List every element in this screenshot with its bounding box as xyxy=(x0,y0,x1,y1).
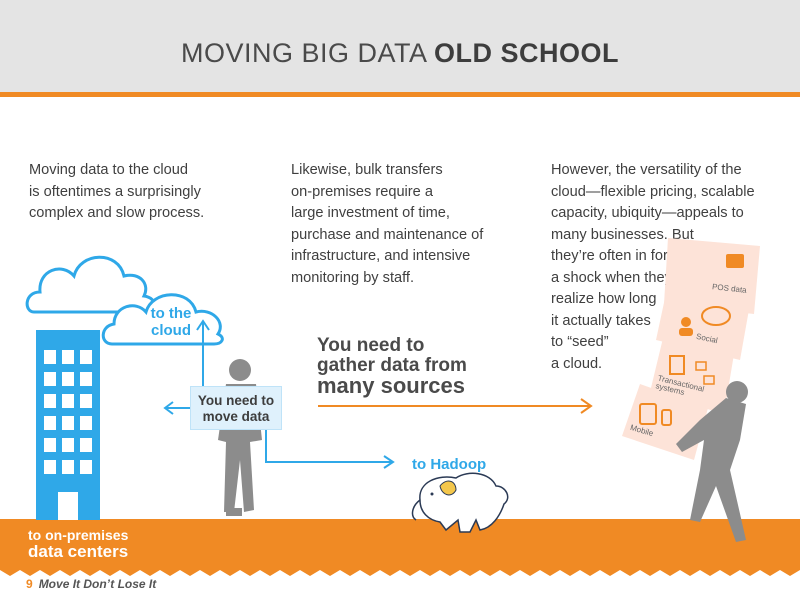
document-icon xyxy=(669,355,685,375)
label-line: cloud xyxy=(151,322,191,339)
header-divider xyxy=(0,92,800,97)
ground-band xyxy=(0,519,800,570)
text-line: they’re often in for xyxy=(551,248,668,264)
label-line: to the xyxy=(150,305,192,322)
text-line: capacity, ubiquity—appeals to xyxy=(551,205,744,221)
speech-bubble-icon xyxy=(701,306,731,326)
text-line: Moving data to the cloud xyxy=(29,162,189,178)
middle-column-text: Likewise, bulk transfers on-premises req… xyxy=(291,160,483,289)
to-hadoop-label: to Hadoop xyxy=(412,456,487,473)
page-footer: 9 Move It Don’t Lose It xyxy=(26,577,156,591)
stack-icons xyxy=(639,254,744,426)
text-line: infrastructure, and intensive xyxy=(291,248,471,264)
text-line: monitoring by staff. xyxy=(291,269,415,286)
cloud-icon xyxy=(101,293,224,346)
title-regular: MOVING BIG DATA xyxy=(180,38,435,68)
text-line: to “seed” xyxy=(551,334,609,350)
move-data-sign: You need to move data xyxy=(190,386,282,430)
label-line: data centers xyxy=(28,542,129,561)
to-the-cloud-label: to the cloud xyxy=(136,305,206,339)
text-line: purchase and maintenance of xyxy=(291,226,484,243)
text-line: a shock when they xyxy=(551,269,672,286)
gather-line-big: many sources xyxy=(317,373,465,398)
cloud-icon xyxy=(25,255,157,314)
hadoop-elephant-icon xyxy=(411,472,509,533)
text-line: large investment of time, xyxy=(291,205,450,221)
text-line: it actually takes xyxy=(551,312,651,329)
cash-register-icon xyxy=(726,254,744,268)
text-line: However, the versatility of the xyxy=(551,162,742,178)
tablet-icon xyxy=(639,403,657,425)
gather-line: gather data from xyxy=(317,355,467,376)
page-number: 9 xyxy=(26,577,33,591)
label-line: to on-premises xyxy=(28,527,129,543)
sign-arrows xyxy=(163,319,395,469)
person-with-sign xyxy=(218,359,262,516)
text-line: complex and slow process. xyxy=(29,205,205,221)
person-carrying-stack xyxy=(676,381,748,542)
text-line: on-premises require a xyxy=(291,183,433,200)
text-line: many businesses. But xyxy=(551,226,694,243)
sign-line: You need to xyxy=(197,393,275,408)
title-bold: OLD SCHOOL xyxy=(434,38,620,68)
page-title: MOVING BIG DATA OLD SCHOOL xyxy=(0,38,800,69)
gather-arrow xyxy=(318,398,593,414)
ground-zigzag xyxy=(0,568,800,576)
text-line: Likewise, bulk transfers xyxy=(291,162,443,178)
text-line: is oftentimes a surprisingly xyxy=(29,183,201,200)
text-line: realize how long xyxy=(551,291,657,307)
phone-icon xyxy=(661,409,672,426)
on-premises-label: to on-premises data centers xyxy=(28,527,128,561)
person-icon xyxy=(681,317,691,327)
gather-line: You need to xyxy=(317,335,425,356)
right-column-text: However, the versatility of the cloud—fl… xyxy=(551,160,755,375)
text-line: cloud—flexible pricing, scalable xyxy=(551,183,755,200)
left-column-text: Moving data to the cloud is oftentimes a… xyxy=(29,160,204,225)
sign-line: move data xyxy=(202,409,270,424)
gather-data-label: You need to gather data from many source… xyxy=(317,335,467,398)
header-band xyxy=(0,0,800,92)
text-line: a cloud. xyxy=(551,355,603,372)
building-windows xyxy=(44,350,92,520)
footer-title: Move It Don’t Lose It xyxy=(38,577,157,591)
